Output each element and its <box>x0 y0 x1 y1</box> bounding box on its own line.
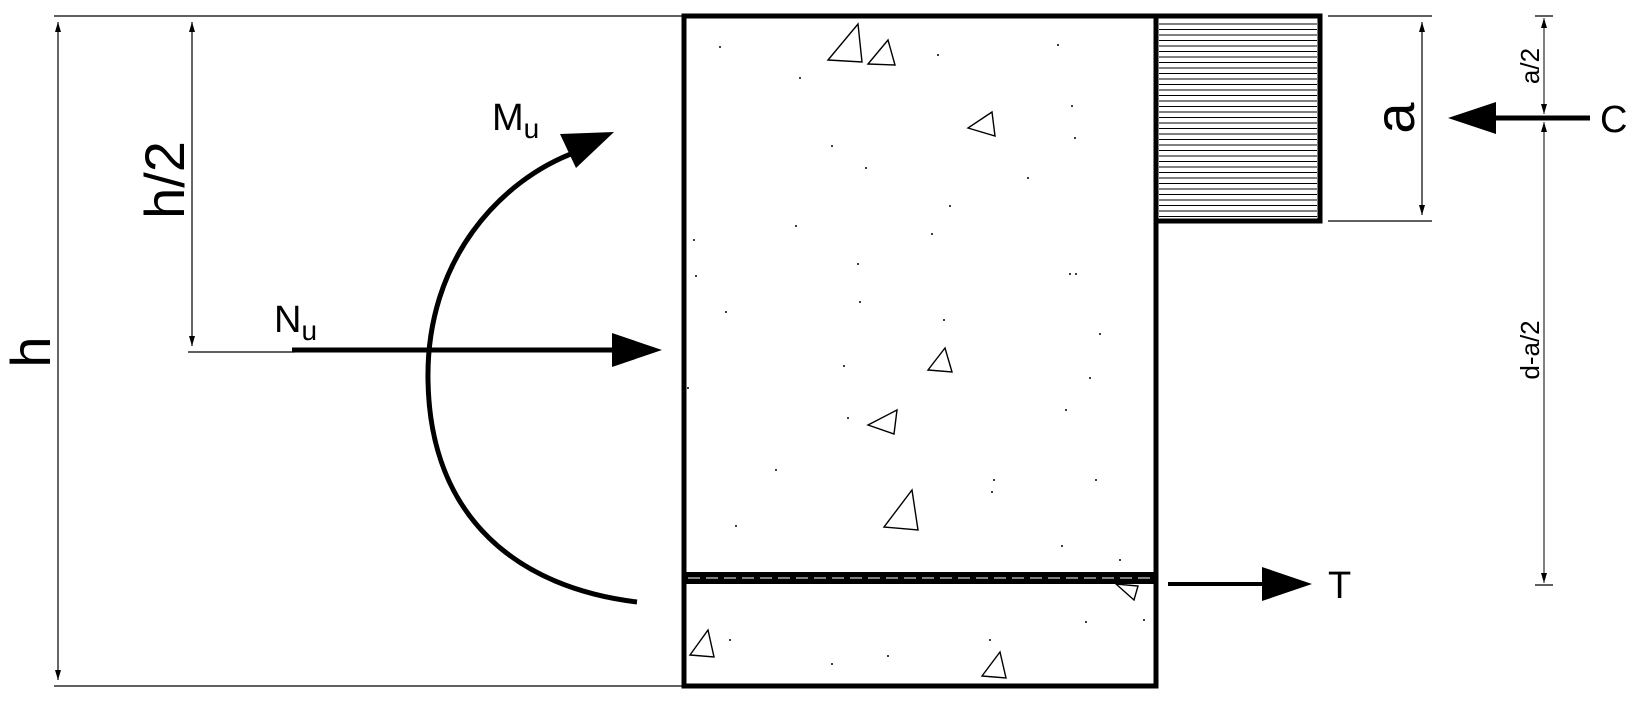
label-h-half: h/2 <box>133 141 196 219</box>
concrete-speckles <box>687 44 1145 665</box>
label-t: T <box>1328 565 1351 607</box>
label-d-minus-a-half: d-a/2 <box>1515 320 1545 379</box>
label-mu: Mu <box>492 97 539 144</box>
moment-mu-arrow: Mu <box>425 97 638 605</box>
dimension-lever-arm: a/2 d-a/2 <box>1515 18 1547 583</box>
compression-block <box>1153 13 1323 224</box>
reinforcement-bar <box>684 572 1156 584</box>
extension-lines <box>54 15 1553 687</box>
label-a: a <box>1363 102 1426 134</box>
label-a-half: a/2 <box>1515 48 1545 84</box>
concrete-section <box>681 13 1159 689</box>
force-t-arrow: T <box>1168 565 1351 607</box>
label-nu: Nu <box>274 299 317 346</box>
dimension-a: a <box>1363 22 1426 215</box>
label-c: C <box>1600 99 1627 141</box>
aggregate-pattern <box>688 22 1139 679</box>
label-h: h <box>0 336 62 367</box>
force-c-arrow: C <box>1448 99 1627 141</box>
dimension-h-half: h/2 <box>133 22 196 346</box>
axial-force-nu-arrow: Nu <box>274 299 662 367</box>
dimension-h: h <box>0 22 62 680</box>
